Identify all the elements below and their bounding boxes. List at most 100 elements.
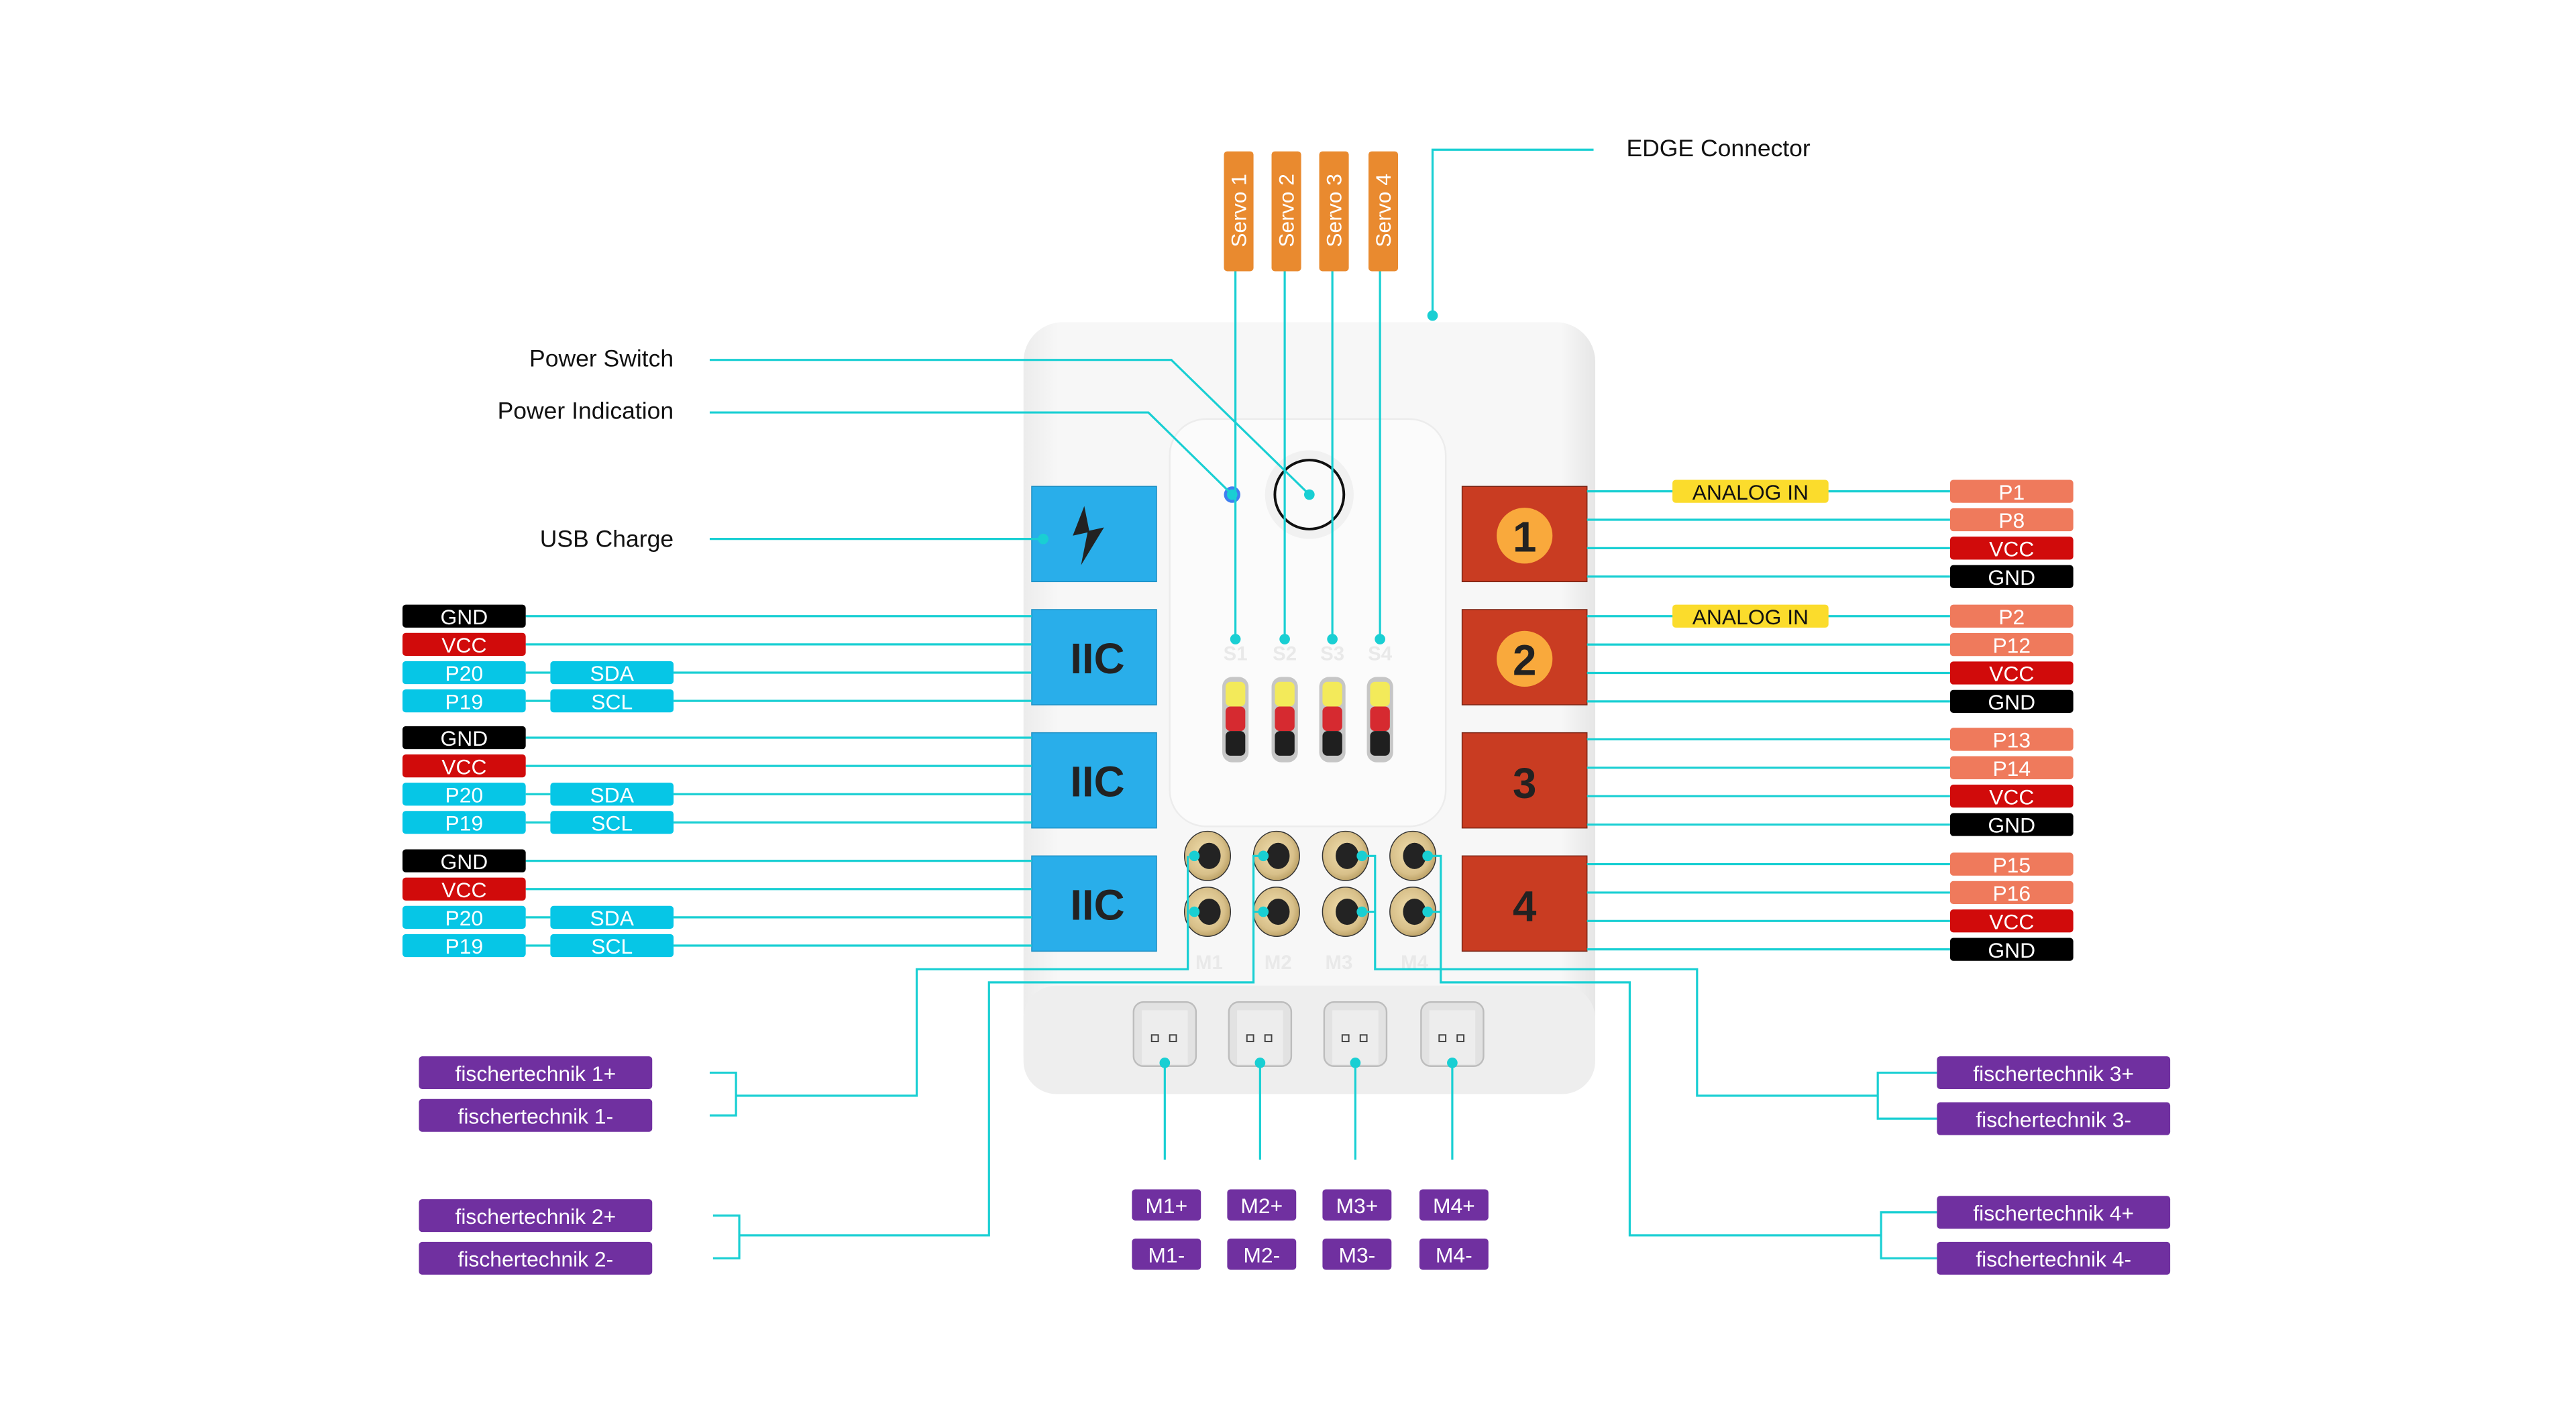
ft1-bracket — [709, 1071, 737, 1117]
motor-jack-m4-minus[interactable] — [1389, 887, 1437, 938]
port-pin-2-vcc-text: VCC — [1989, 662, 2034, 686]
iic-pin-3-gnd-bg — [402, 849, 526, 872]
motor-terminal-tag-3-plus: M3+ — [1322, 1189, 1392, 1221]
iic-func-1-scl-text: SCL — [591, 689, 633, 714]
jack-hole — [1197, 842, 1221, 869]
port-pin-4-vcc-text: VCC — [1989, 910, 2034, 934]
motor-terminal-tag-3-minus: M3- — [1322, 1238, 1392, 1270]
signal-pin — [1275, 681, 1295, 707]
iic-pin-3-p19-text: P19 — [445, 934, 484, 958]
port-pin-1-p8-bg — [1949, 508, 2074, 532]
gnd-pin — [1370, 731, 1390, 756]
servo-silk-label: S4 — [1368, 643, 1393, 665]
motor-jack-m2-plus[interactable] — [1252, 830, 1300, 881]
fischertechnik-connector-1[interactable] — [1132, 1001, 1197, 1068]
usb-charge-port[interactable] — [1031, 486, 1157, 583]
motor-terminal-tag-1-minus-bg — [1132, 1238, 1201, 1270]
leader-lines — [525, 148, 1950, 1259]
signal-pin — [1225, 681, 1246, 707]
iic-pin-2-gnd-bg — [402, 726, 526, 750]
fischertechnik-tag-2-minus-bg — [419, 1241, 653, 1275]
servo-dot-4 — [1375, 634, 1385, 644]
port-pin-4-p16: P16 — [1949, 881, 2074, 905]
iic-func-3-scl-text: SCL — [591, 934, 633, 958]
motor-silk-label: M2 — [1265, 952, 1292, 974]
motor-terminal-tag-3-plus-text: M3+ — [1336, 1194, 1378, 1218]
iic-func-2-sda: SDA — [550, 783, 674, 807]
fischertechnik-connector-4[interactable] — [1420, 1001, 1485, 1068]
ft3-bracket — [1876, 1071, 1937, 1120]
motor-terminal-tag-4-plus-bg — [1419, 1189, 1489, 1221]
power-switch-line — [709, 359, 1310, 496]
sensor-port-2[interactable]: 2 — [1461, 609, 1588, 705]
sensor-port-1[interactable]: 1 — [1461, 486, 1588, 583]
port-pin-3-vcc-text: VCC — [1989, 785, 2034, 809]
jack-hole — [1403, 898, 1426, 925]
port-pin-1-vcc-text: VCC — [1989, 537, 2034, 561]
iic-pin-2-vcc-text: VCC — [441, 754, 486, 779]
power-switch-label: Power Switch — [529, 345, 674, 372]
port-pin-2-vcc-bg — [1949, 661, 2074, 685]
motor-terminal-tag-1-minus: M1- — [1132, 1238, 1201, 1270]
port-block — [1461, 732, 1588, 829]
servo-dot-3 — [1327, 634, 1338, 644]
m3-plus-dot — [1356, 850, 1368, 862]
power-indication-label: Power Indication — [498, 398, 674, 425]
motor-jack-m2-minus[interactable] — [1252, 887, 1300, 938]
servo-tag-bg — [1319, 151, 1349, 272]
analog-in-tag-1-text: ANALOG IN — [1693, 480, 1809, 504]
fischertechnik-tag-4-minus: fischertechnik 4- — [1937, 1241, 2171, 1275]
port-pin-2-p12-text: P12 — [1992, 633, 2031, 657]
port-pin-2-gnd: GND — [1949, 689, 2074, 714]
motor-terminal-dot-1 — [1159, 1058, 1171, 1068]
motor-jack-m1-minus[interactable] — [1183, 887, 1232, 938]
motor-jack-m1-plus[interactable] — [1183, 830, 1232, 881]
servo-header-1[interactable]: S1 — [1222, 643, 1249, 762]
port-pin-3-p13-bg — [1949, 728, 2074, 751]
fischertechnik-connector-3[interactable] — [1323, 1001, 1388, 1068]
jack-hole — [1267, 842, 1290, 869]
port-pin-3-p14-bg — [1949, 756, 2074, 779]
port-number-badge — [1497, 508, 1553, 564]
connector-pin — [1150, 1034, 1159, 1043]
servo-tag-2: Servo 2 — [1271, 151, 1301, 272]
iic-func-2-sda-text: SDA — [590, 783, 635, 807]
iic-func-3-sda-bg — [550, 905, 674, 929]
iic-port-2[interactable]: IIC — [1031, 732, 1157, 829]
fischertechnik-connector-2[interactable] — [1228, 1001, 1293, 1068]
motor-terminal-tag-4-plus: M4+ — [1419, 1189, 1489, 1221]
analog-in-tag-2-text: ANALOG IN — [1693, 605, 1809, 629]
port-pin-2-p2-text: P2 — [1998, 605, 2025, 629]
iic-pin-1-gnd-bg — [402, 604, 526, 628]
connector-pin — [1438, 1034, 1447, 1043]
iic-port-3[interactable]: IIC — [1031, 855, 1157, 952]
connector-slot — [1332, 1010, 1379, 1065]
fischertechnik-tag-1-minus-text: fischertechnik 1- — [458, 1104, 614, 1128]
port-pin-1-p1-text: P1 — [1998, 480, 2025, 504]
port-pin-4-vcc-bg — [1949, 909, 2074, 933]
port-number: 2 — [1513, 636, 1536, 684]
motor-jack-m3-minus[interactable] — [1322, 887, 1369, 938]
m2-plus-dot — [1258, 850, 1269, 862]
port-pin-1-gnd-bg — [1949, 565, 2074, 588]
motor-jack-m4-plus[interactable] — [1389, 830, 1437, 881]
fischertechnik-tag-3-minus-text: fischertechnik 3- — [1976, 1107, 2131, 1131]
port-pin-2-vcc: VCC — [1949, 661, 2074, 686]
servo-header-3[interactable]: S3 — [1319, 643, 1346, 762]
iic-pin-1-p19-text: P19 — [445, 689, 484, 714]
motor-jack-m3-plus[interactable] — [1322, 830, 1369, 881]
m4-minus-dot — [1422, 906, 1433, 917]
port-pin-4-p15-text: P15 — [1992, 853, 2031, 877]
port-number: 3 — [1513, 760, 1536, 807]
iic-pin-2-p20-text: P20 — [445, 783, 484, 807]
servo-header-2[interactable]: S2 — [1271, 643, 1298, 762]
iic-func-3-sda: SDA — [550, 905, 674, 930]
iic-port-1[interactable]: IIC — [1031, 609, 1157, 705]
sensor-port-3[interactable]: 3 — [1461, 732, 1588, 829]
port-pin-1-vcc: VCC — [1949, 536, 2074, 561]
servo-header-4[interactable]: S4 — [1366, 643, 1393, 762]
servo-tag-bg — [1271, 151, 1301, 272]
port-pin-2-p12: P12 — [1949, 632, 2074, 657]
sensor-port-4[interactable]: 4 — [1461, 855, 1588, 952]
